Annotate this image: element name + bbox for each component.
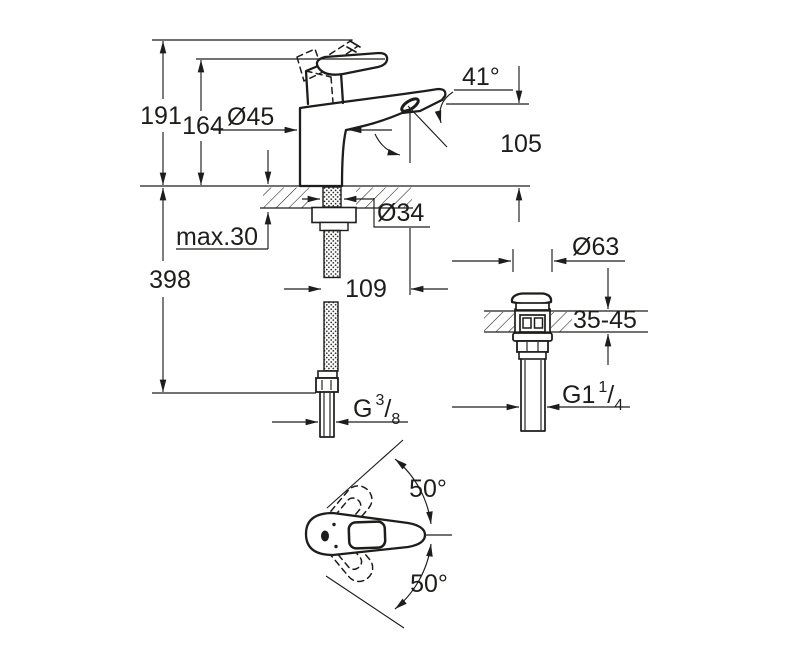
handle-top-view: 50° 50°	[304, 439, 452, 629]
dim-label-191: 191	[140, 102, 182, 130]
dim-398: 398	[149, 187, 316, 394]
waste-slot-right	[533, 317, 544, 329]
dim-label-398: 398	[149, 266, 191, 294]
lever-logo-mark	[321, 530, 329, 542]
deck-hatch-left	[263, 187, 310, 208]
dim-spout-angle: 41°	[374, 63, 513, 156]
dim-105: 105	[446, 66, 542, 222]
waste-deck-hatch-right	[551, 312, 572, 332]
braided-supply-hose	[323, 301, 339, 372]
supply-shank-and-hose	[311, 186, 357, 438]
waste-locknut-facets	[526, 342, 539, 351]
dim-diameter-45: Ø45	[213, 103, 392, 134]
mounting-deck-section	[140, 185, 530, 209]
waste-thread-prefix: G1	[562, 381, 595, 409]
waste-deck-lines	[484, 310, 648, 333]
connection-tube	[319, 391, 335, 438]
swing-ray-upper	[326, 439, 404, 509]
lever-loop-window	[347, 520, 387, 550]
threaded-shank-lower	[323, 229, 341, 279]
swing-arc-lower	[394, 543, 433, 610]
hose-collar	[317, 370, 338, 379]
dim-max-deck: max.30	[176, 150, 272, 251]
dim-label-50-lower: 50°	[410, 570, 448, 598]
dim-109: 109	[284, 112, 448, 303]
waste-tailpiece	[520, 358, 546, 432]
housing-right-edge	[339, 71, 345, 105]
deck-hatch-right	[356, 187, 412, 208]
housing-hidden-edges	[305, 70, 334, 104]
dim-label-50-upper: 50°	[409, 475, 447, 503]
swing-arc-upper	[394, 458, 433, 525]
dim-diameter-34: Ø34	[302, 195, 430, 228]
mounting-nut	[311, 206, 357, 224]
dim-label-d45: Ø45	[227, 103, 274, 131]
waste-thread-denominator: 4	[614, 397, 623, 414]
dim-diameter-63: Ø63	[452, 233, 625, 272]
dim-label-max30: max.30	[176, 223, 258, 251]
lever-dot-top	[332, 522, 336, 527]
dim-label-105: 105	[500, 130, 542, 158]
waste-cap-neck	[515, 302, 550, 311]
lever-dot-bottom	[334, 544, 338, 549]
thread-slash: /	[384, 395, 391, 423]
hose-nut	[315, 377, 339, 393]
hose-nut-facets	[321, 380, 332, 390]
thread-numerator: 3	[375, 392, 384, 409]
dim-label-d34: Ø34	[377, 199, 424, 227]
waste-flange	[512, 332, 553, 342]
dim-label-35-45: 35-45	[573, 306, 637, 334]
dim-label-d63: Ø63	[572, 233, 619, 261]
lever-closed	[315, 51, 389, 76]
lever-handle-side	[296, 39, 389, 106]
dim-191: 191	[140, 39, 352, 186]
dim-164: 164	[182, 58, 385, 186]
waste-lower-ring	[518, 351, 547, 360]
waste-thread-slash: /	[607, 381, 614, 409]
threaded-shank-upper	[322, 186, 342, 208]
dim-label-41deg: 41°	[462, 63, 500, 91]
dim-deck-range: 35-45	[573, 268, 637, 365]
faucet-side-view: 191 164 Ø45 41° 105	[140, 39, 542, 438]
waste-thread-numerator: 1	[598, 379, 607, 396]
faucet-body	[298, 87, 447, 188]
dim-label-164: 164	[182, 112, 224, 140]
thread-denominator: 8	[391, 411, 400, 428]
dim-label-109: 109	[345, 275, 387, 303]
waste-deck-section	[484, 310, 648, 333]
connection-tube-inner	[323, 393, 331, 436]
aerator-axis-line	[407, 105, 448, 148]
aerator-icon	[400, 97, 420, 113]
waste-tailpiece-inner	[524, 360, 542, 430]
waste-body-sides	[514, 308, 551, 334]
waste-deck-hatch-left	[484, 312, 514, 332]
raised-handle-tip	[346, 40, 361, 53]
thread-prefix: G	[353, 395, 372, 423]
swing-ray-lower	[325, 575, 405, 629]
waste-locknut	[516, 340, 549, 353]
waste-slot-left	[522, 317, 532, 329]
mounting-washer	[319, 221, 349, 232]
